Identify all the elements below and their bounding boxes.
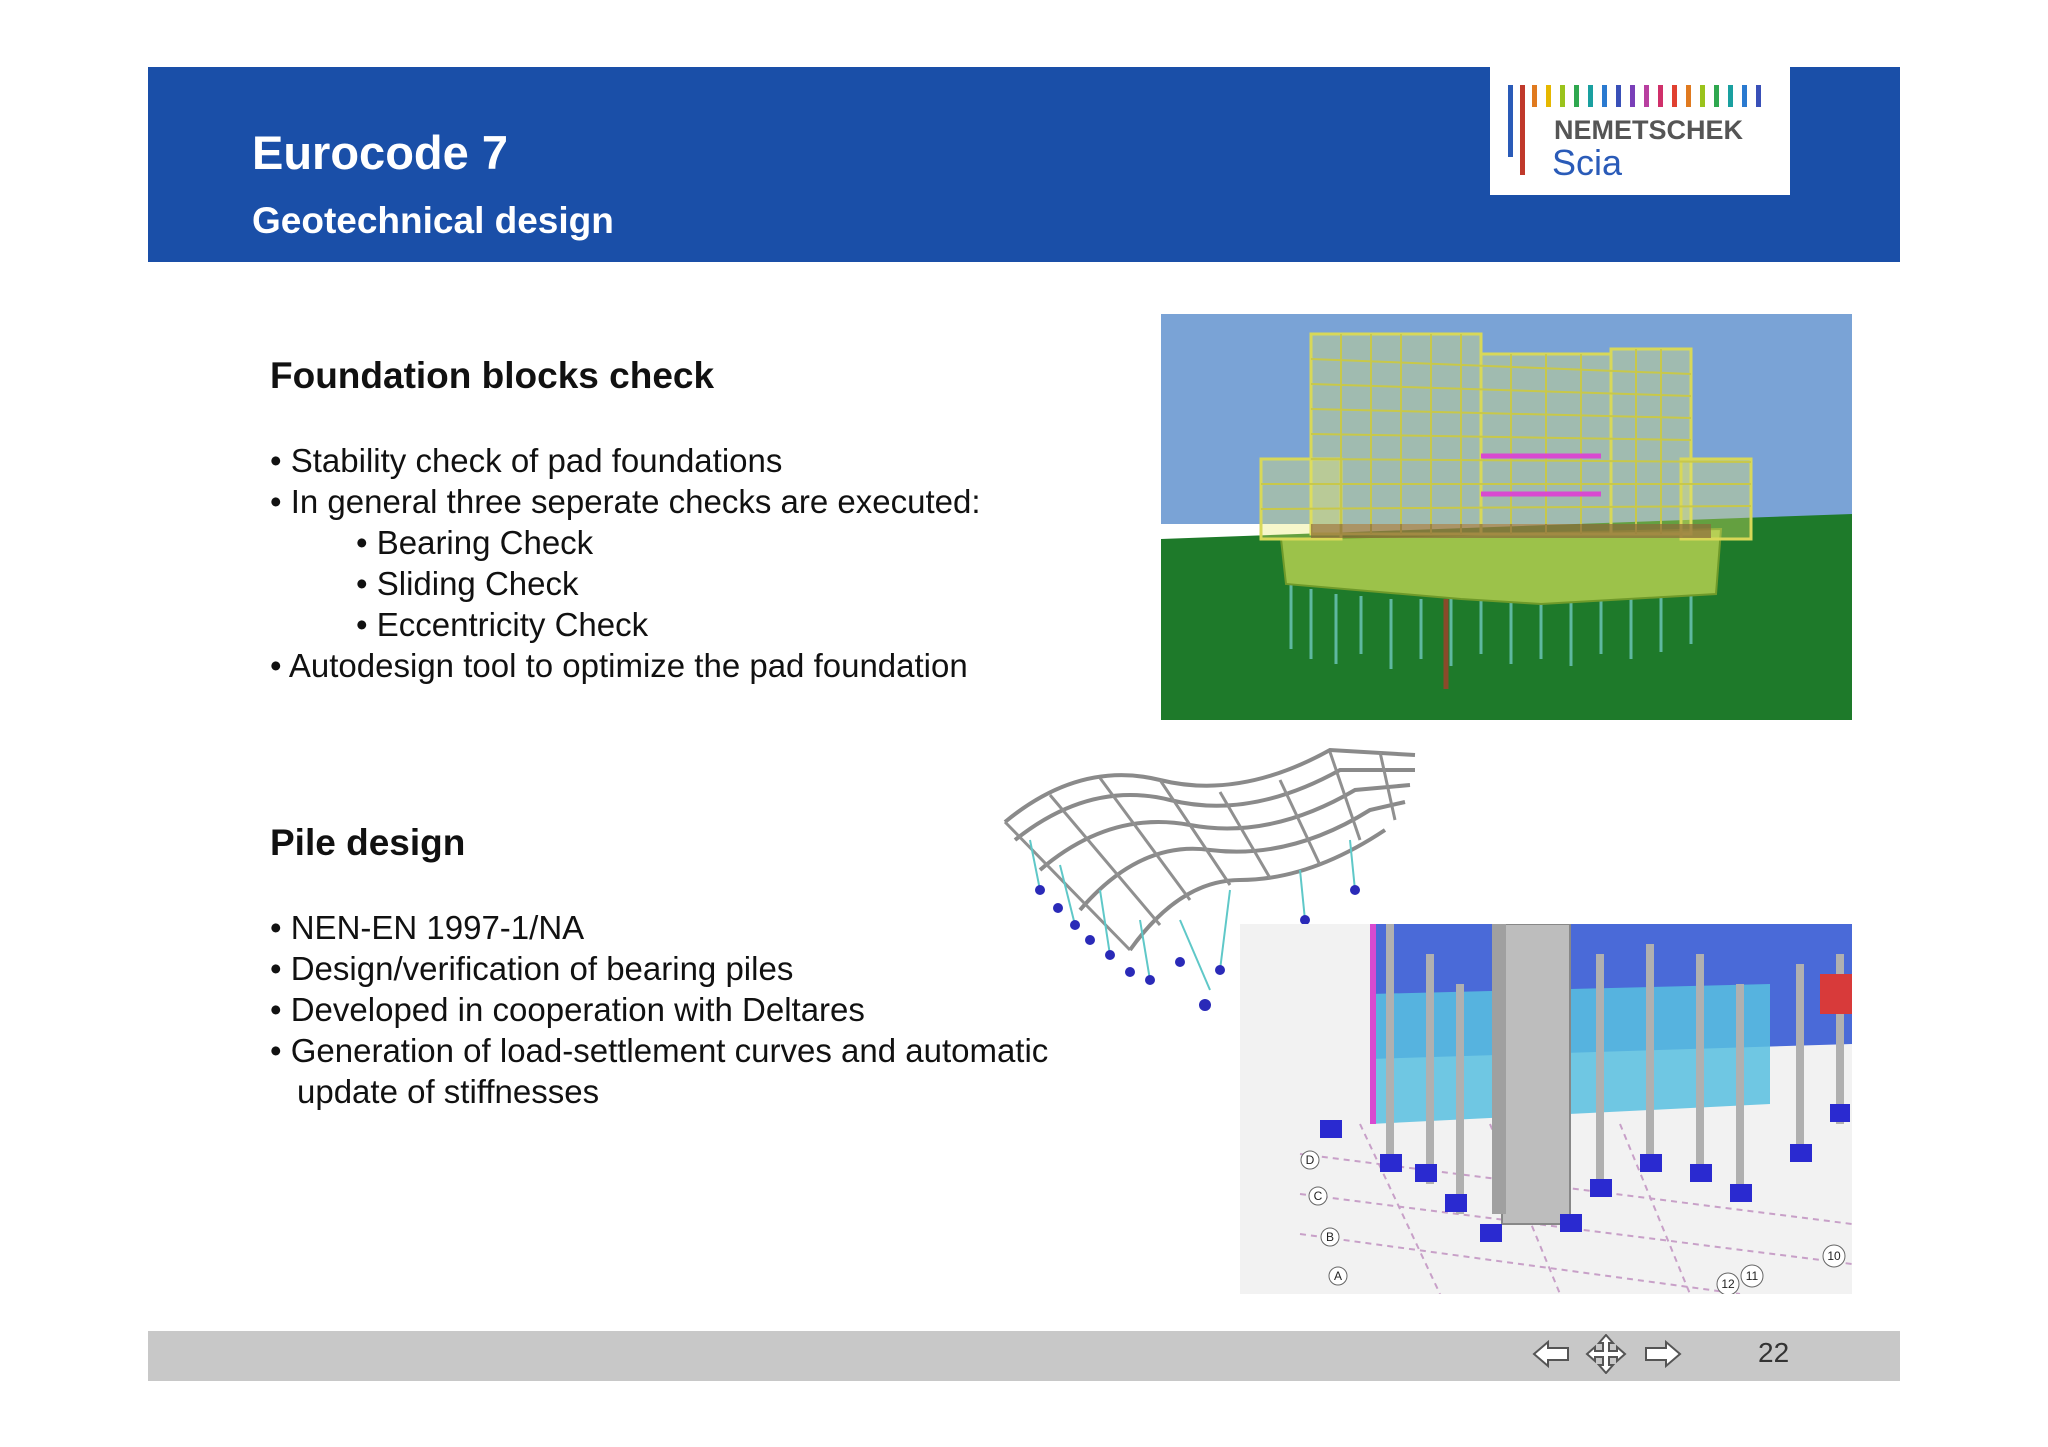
curved-roof-structure-image <box>1000 740 1420 1020</box>
list-item: • Generation of load-settlement curves a… <box>270 1032 1049 1069</box>
logo-text-scia: Scia <box>1552 142 1623 183</box>
list-item: • Autodesign tool to optimize the pad fo… <box>270 647 968 684</box>
grid-label: B <box>1326 1230 1334 1244</box>
nemetschek-scia-logo: NEMETSCHEK Scia <box>1490 67 1790 195</box>
list-item: • NEN-EN 1997-1/NA <box>270 909 585 946</box>
list-item: • In general three seperate checks are e… <box>270 483 981 520</box>
list-item: • Sliding Check <box>356 565 579 602</box>
grid-label: 12 <box>1721 1277 1735 1291</box>
page-number: 22 <box>1758 1337 1790 1368</box>
grid-label: C <box>1314 1189 1323 1203</box>
grid-label: D <box>1306 1153 1315 1167</box>
section-title-pile: Pile design <box>270 822 466 863</box>
list-item: update of stiffnesses <box>297 1073 600 1110</box>
logo-bars <box>1508 85 1761 175</box>
grid-label: 11 <box>1746 1269 1759 1283</box>
arrow-right-icon[interactable] <box>1640 1334 1684 1374</box>
grid-label: A <box>1334 1269 1342 1283</box>
list-item: • Eccentricity Check <box>356 606 649 643</box>
section-title-foundation: Foundation blocks check <box>270 355 715 396</box>
grid-label: 10 <box>1827 1249 1841 1263</box>
page-subtitle: Geotechnical design <box>252 200 614 241</box>
building-3d-model-image <box>1161 314 1852 720</box>
list-item: • Developed in cooperation with Deltares <box>270 991 865 1028</box>
move-icon[interactable] <box>1584 1333 1628 1375</box>
list-item: • Design/verification of bearing piles <box>270 950 794 987</box>
list-item: • Stability check of pad foundations <box>270 442 783 479</box>
page-title: Eurocode 7 <box>252 126 508 179</box>
logo-text-nemetschek: NEMETSCHEK <box>1554 115 1744 145</box>
foundation-bullet-list: • Stability check of pad foundations • I… <box>270 440 980 686</box>
arrow-left-icon[interactable] <box>1530 1334 1574 1374</box>
list-item: • Bearing Check <box>356 524 594 561</box>
pile-foundation-model-image: D C B A 12 11 10 <box>1240 923 1853 1296</box>
pile-bullet-list: • NEN-EN 1997-1/NA • Design/verification… <box>270 907 1048 1112</box>
footer-bar <box>148 1331 1900 1381</box>
